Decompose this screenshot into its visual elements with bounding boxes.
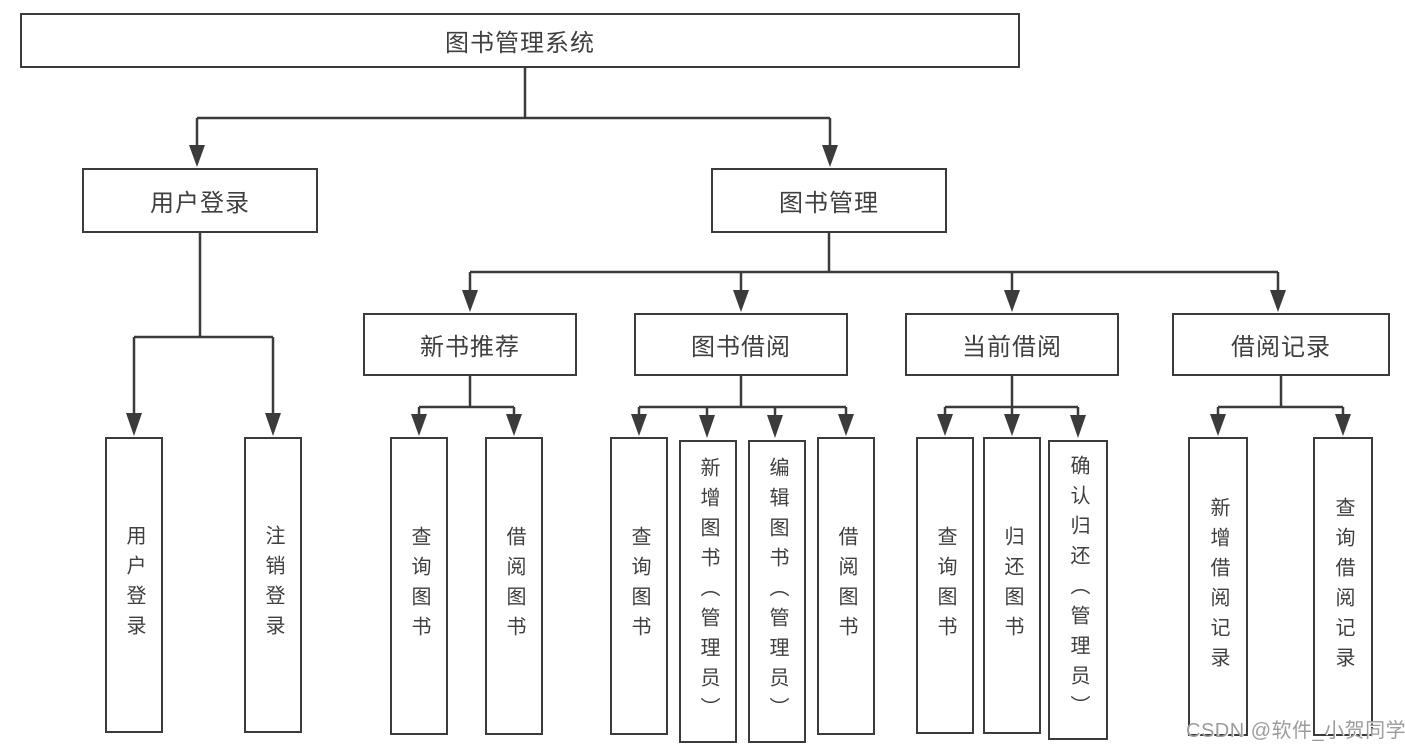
leaf-query-books-borrow: 查询图书: [610, 437, 668, 735]
leaf-add-books-admin: 新增图书（管理员）: [679, 440, 737, 743]
csdn-watermark: CSDN @软件_小贺同学: [1186, 720, 1405, 742]
leaf-logout: 注销登录: [244, 437, 302, 733]
leaf-add-borrow-record: 新增借阅记录: [1188, 437, 1248, 736]
leaf-borrow-books: 借阅图书: [817, 437, 875, 735]
leaf-query-books-recommend: 查询图书: [390, 437, 448, 735]
leaf-edit-books-admin: 编辑图书（管理员）: [748, 440, 806, 743]
node-user-login: 用户登录: [82, 168, 318, 233]
leaf-confirm-return-admin: 确认归还（管理员）: [1048, 440, 1108, 740]
leaf-query-books-current: 查询图书: [916, 437, 974, 734]
arrowheads: [126, 145, 1351, 438]
leaf-return-books: 归还图书: [983, 437, 1041, 734]
node-library-system: 图书管理系统: [20, 13, 1020, 68]
node-book-management: 图书管理: [711, 168, 947, 233]
node-current-borrow: 当前借阅: [905, 313, 1119, 376]
leaf-borrow-books-recommend: 借阅图书: [485, 437, 543, 735]
leaf-user-login: 用户登录: [105, 437, 163, 733]
node-book-borrow: 图书借阅: [634, 313, 848, 376]
leaf-query-borrow-record: 查询借阅记录: [1313, 437, 1373, 736]
node-new-book-recommend: 新书推荐: [363, 313, 577, 376]
node-borrow-record: 借阅记录: [1172, 313, 1390, 376]
